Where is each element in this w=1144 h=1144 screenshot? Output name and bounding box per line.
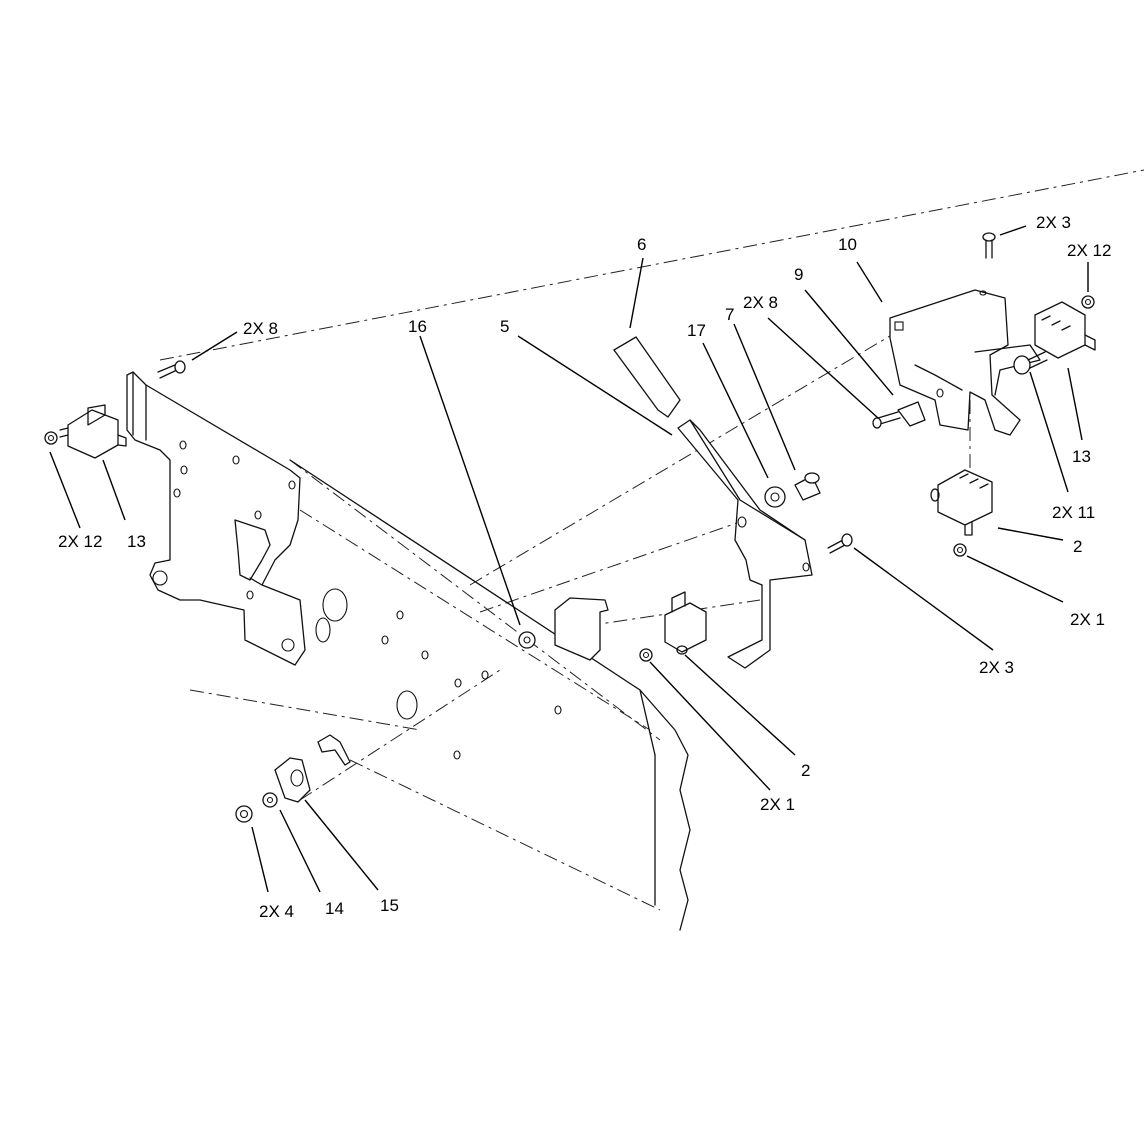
label-2x12-right: 2X 12 <box>1067 241 1111 260</box>
washer <box>764 486 786 508</box>
label-16: 16 <box>408 317 427 336</box>
middle-switch <box>664 591 707 655</box>
label-2x12-left: 2X 12 <box>58 532 102 551</box>
left-screw <box>157 360 186 379</box>
label-15: 15 <box>380 896 399 915</box>
left-mounting-plate <box>126 371 306 666</box>
handle-grip <box>613 336 681 418</box>
label-5: 5 <box>500 317 509 336</box>
label-2x11: 2X 11 <box>1052 503 1095 522</box>
top-screw <box>982 232 996 259</box>
label-2-right: 2 <box>1073 537 1082 556</box>
left-nut <box>44 431 58 445</box>
label-7: 7 <box>725 305 734 324</box>
cam-link <box>897 401 926 427</box>
label-2x3-mid: 2X 3 <box>979 658 1014 677</box>
control-lever <box>677 419 813 669</box>
callout-labels: 2X 3 2X 12 10 6 9 2X 8 7 17 5 16 2X 8 2X… <box>58 213 1111 921</box>
lever-screw <box>827 533 853 554</box>
right-nut <box>1081 295 1095 309</box>
label-2x4: 2X 4 <box>259 902 294 921</box>
frame-panel <box>289 459 691 931</box>
upper-bracket <box>889 289 1041 436</box>
label-10: 10 <box>838 235 857 254</box>
lower-right-switch <box>930 469 993 536</box>
right-switch <box>1034 301 1096 359</box>
label-6: 6 <box>637 235 646 254</box>
spacer-bracket <box>518 597 609 661</box>
leader-lines <box>49 225 1089 893</box>
center-lines <box>159 169 1144 911</box>
lower-right-nut <box>953 543 967 557</box>
label-9: 9 <box>794 265 803 284</box>
label-13-left: 13 <box>127 532 146 551</box>
label-2x8-left: 2X 8 <box>243 319 278 338</box>
label-17: 17 <box>687 321 706 340</box>
label-2x8-mid: 2X 8 <box>743 293 778 312</box>
label-2-mid: 2 <box>801 761 810 780</box>
cam-screw <box>872 411 901 429</box>
label-2x1-mid: 2X 1 <box>760 795 795 814</box>
p-clip <box>317 734 351 766</box>
label-2x3-top: 2X 3 <box>1036 213 1071 232</box>
label-14: 14 <box>325 899 344 918</box>
middle-nut <box>639 648 653 662</box>
label-2x1-right: 2X 1 <box>1070 610 1105 629</box>
cable-clamp <box>274 757 311 803</box>
label-13-right: 13 <box>1072 447 1091 466</box>
left-switch <box>59 404 127 459</box>
clamp-nut <box>235 805 253 823</box>
clamp-washer <box>262 792 278 808</box>
right-screw <box>1013 351 1048 375</box>
pivot-bolt <box>794 472 821 501</box>
